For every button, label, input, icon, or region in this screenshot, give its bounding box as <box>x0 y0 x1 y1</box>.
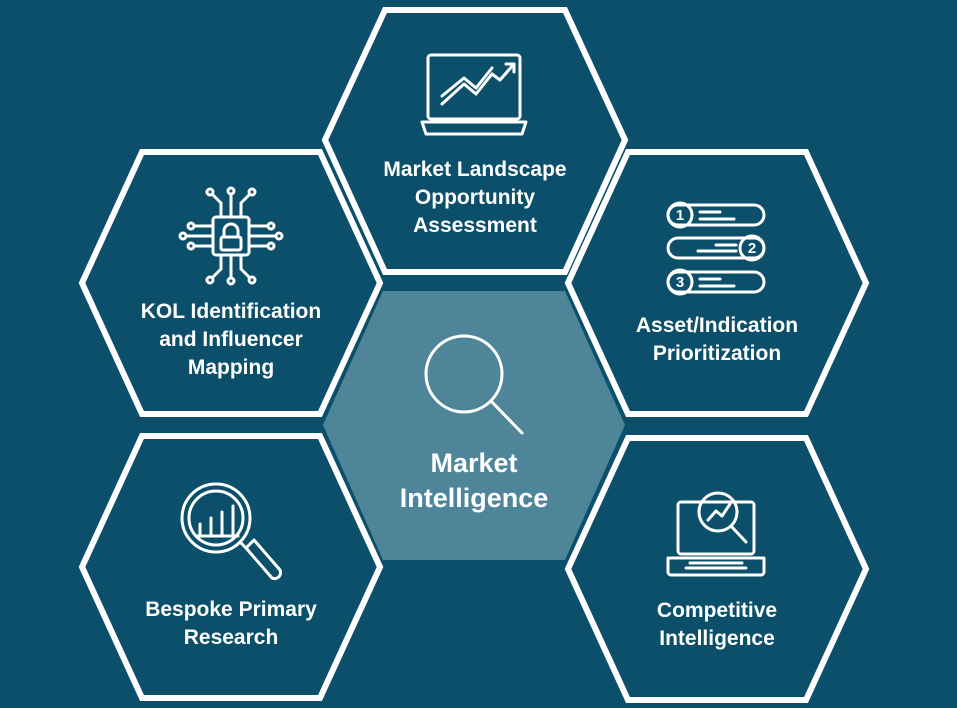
magnifier-icon <box>424 334 524 435</box>
hexagon-market-landscape: Market Landscape Opportunity Assessment <box>321 7 629 275</box>
rank-number: 2 <box>748 240 756 257</box>
hexagon-competitive-intelligence: Competitive Intelligence <box>564 435 870 703</box>
hexagon-bespoke-research: Bespoke Primary Research <box>78 433 384 701</box>
label-line: Intelligence <box>659 627 775 650</box>
label-line: Competitive <box>657 599 777 622</box>
center-hexagon-shape <box>323 291 625 560</box>
rank-number: 3 <box>676 274 684 291</box>
hexagon-asset-prioritization: 1 2 3 Asset/Indication Prioritization <box>564 149 870 417</box>
center-hexagon: Market Intelligence <box>323 291 625 560</box>
laptop-magnifier-icon <box>666 491 766 577</box>
label-line: Asset/Indication <box>636 314 798 337</box>
label-line: Prioritization <box>653 342 781 365</box>
hexagon-kol-identification: KOL Identification and Influencer Mappin… <box>78 149 384 417</box>
label-line: Mapping <box>188 356 274 379</box>
ranked-list-icon: 1 2 3 <box>666 201 766 296</box>
label-line: Bespoke Primary <box>145 598 317 621</box>
laptop-chart-icon <box>420 53 528 136</box>
label-line: Research <box>184 626 279 649</box>
circuit-lock-icon <box>178 186 284 286</box>
center-title-line-2: Intelligence <box>400 483 549 513</box>
label-line: Market Landscape <box>383 158 566 181</box>
magnifier-bar-chart-icon <box>180 482 283 581</box>
label-line: KOL Identification <box>141 300 321 323</box>
rank-number: 1 <box>676 207 684 224</box>
label-line: Opportunity <box>415 186 535 209</box>
label-line: Assessment <box>413 214 537 237</box>
label-line: and Influencer <box>159 328 303 351</box>
center-title-line-1: Market <box>430 448 517 478</box>
